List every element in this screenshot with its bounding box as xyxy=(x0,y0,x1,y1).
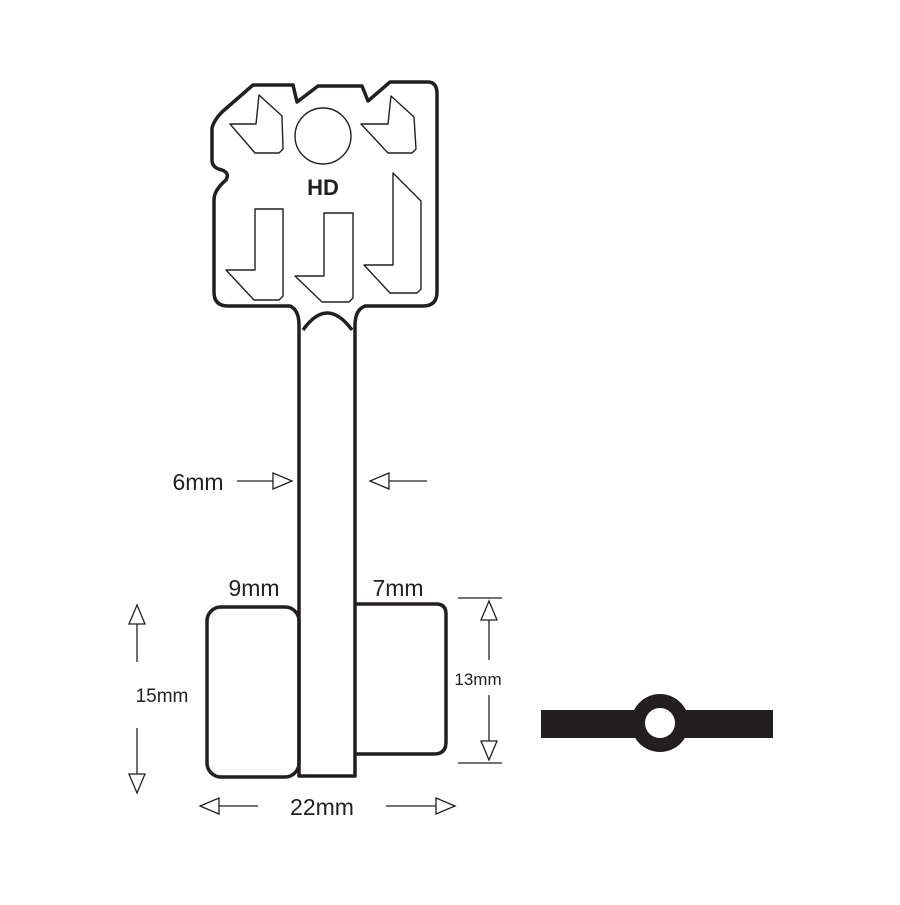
cut-bottom-left xyxy=(225,208,284,301)
key-head-outline xyxy=(210,80,439,778)
shaft-width-label: 6mm xyxy=(172,469,223,495)
cut-bottom-right xyxy=(363,172,422,294)
bow-hole xyxy=(294,107,352,165)
right-bit-height-label: 13mm xyxy=(454,670,501,689)
cut-bottom-middle xyxy=(294,212,354,303)
right-bit xyxy=(355,602,448,756)
shaft-bow xyxy=(301,311,354,332)
cut-top-right xyxy=(360,95,417,154)
total-width-label: 22mm xyxy=(290,794,354,820)
key-cross-section xyxy=(541,694,773,752)
cut-top-left xyxy=(229,94,284,154)
right-bit-width-label: 7mm xyxy=(372,575,423,601)
left-bit-height-label: 15mm xyxy=(136,686,189,707)
left-bit xyxy=(205,605,301,779)
left-bit-width-label: 9mm xyxy=(228,575,279,601)
logo-text: HD xyxy=(307,175,339,200)
